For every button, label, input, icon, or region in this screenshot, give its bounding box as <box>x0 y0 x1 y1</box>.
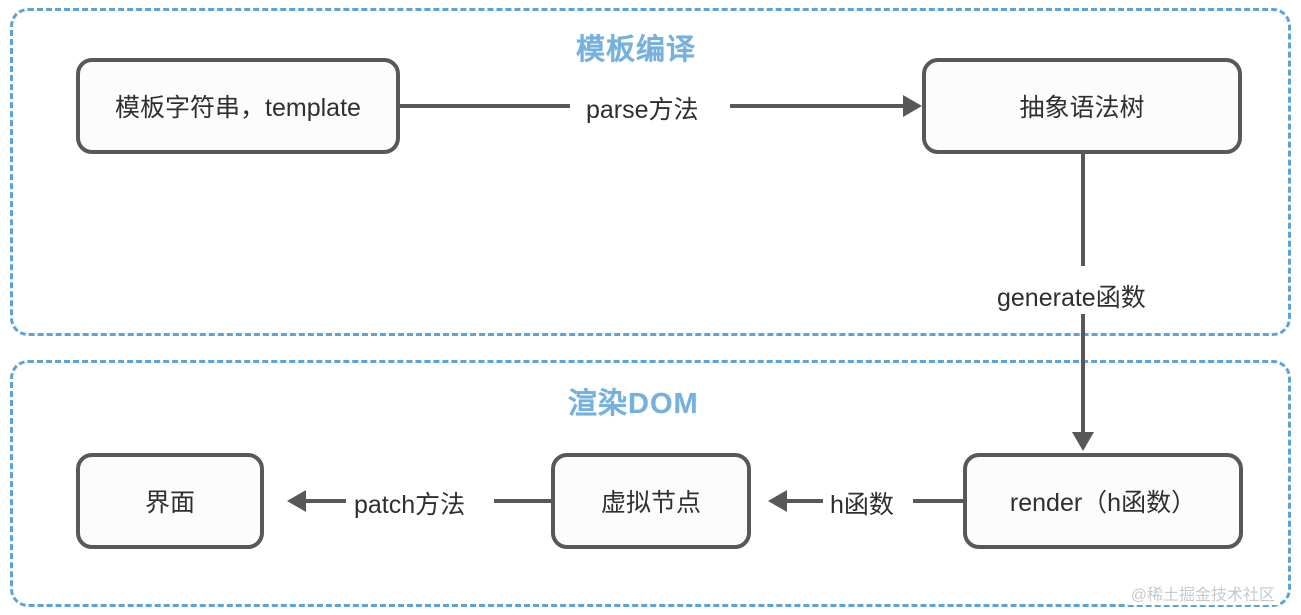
edge-line-parse-left <box>400 104 570 108</box>
node-ui-interface-label: 界面 <box>144 489 195 517</box>
arrow-generate-to-render <box>1072 432 1094 451</box>
node-virtual-node[interactable]: 虚拟节点 <box>551 453 751 549</box>
edge-line-h-right <box>913 499 965 503</box>
edge-line-patch-right <box>494 499 553 503</box>
node-render-h-function[interactable]: render（h函数） <box>963 453 1243 549</box>
panel-title-render-dom: 渲染DOM <box>568 388 699 420</box>
edge-line-parse-right <box>730 104 907 108</box>
edge-line-h-left <box>787 499 823 503</box>
node-template-string[interactable]: 模板字符串，template <box>76 58 400 154</box>
panel-template-compile <box>10 8 1291 336</box>
edge-label-h: h函数 <box>824 485 900 521</box>
node-abstract-syntax-tree-label: 抽象语法树 <box>1019 94 1145 122</box>
watermark-text: @稀土掘金技术社区 <box>1126 581 1279 605</box>
arrow-patch-to-ui <box>287 490 306 512</box>
arrow-parse-to-ast <box>903 95 922 117</box>
node-render-h-function-label: render（h函数） <box>1009 489 1197 517</box>
edge-label-generate: generate函数 <box>991 278 1152 314</box>
edge-line-generate-lower <box>1081 312 1085 434</box>
edge-line-generate-upper <box>1081 154 1085 266</box>
node-abstract-syntax-tree[interactable]: 抽象语法树 <box>922 58 1242 154</box>
panel-title-template-compile: 模板编译 <box>576 34 697 66</box>
node-ui-interface[interactable]: 界面 <box>76 453 264 549</box>
panel-render-dom <box>10 360 1291 607</box>
node-virtual-node-label: 虚拟节点 <box>600 489 701 517</box>
arrow-h-to-vnode <box>768 490 787 512</box>
edge-label-patch: patch方法 <box>348 485 472 521</box>
edge-line-patch-left <box>306 499 346 503</box>
edge-label-parse: parse方法 <box>580 90 705 126</box>
node-template-string-label: 模板字符串，template <box>115 94 361 122</box>
